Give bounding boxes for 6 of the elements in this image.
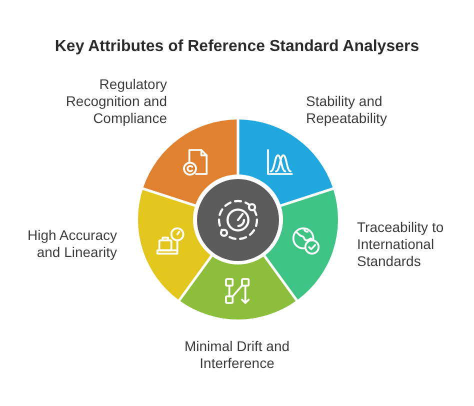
segment-label: Stability and Repeatability bbox=[306, 93, 388, 127]
segment-label: High Accuracy and Linearity bbox=[26, 227, 117, 261]
title: Key Attributes of Reference Standard Analysers bbox=[54, 37, 420, 57]
segment-label: Regulatory Recognition and Compliance bbox=[64, 76, 167, 127]
segment-label: Traceability to International Standards bbox=[357, 219, 445, 270]
segment-label: Minimal Drift and Interference bbox=[184, 338, 290, 372]
